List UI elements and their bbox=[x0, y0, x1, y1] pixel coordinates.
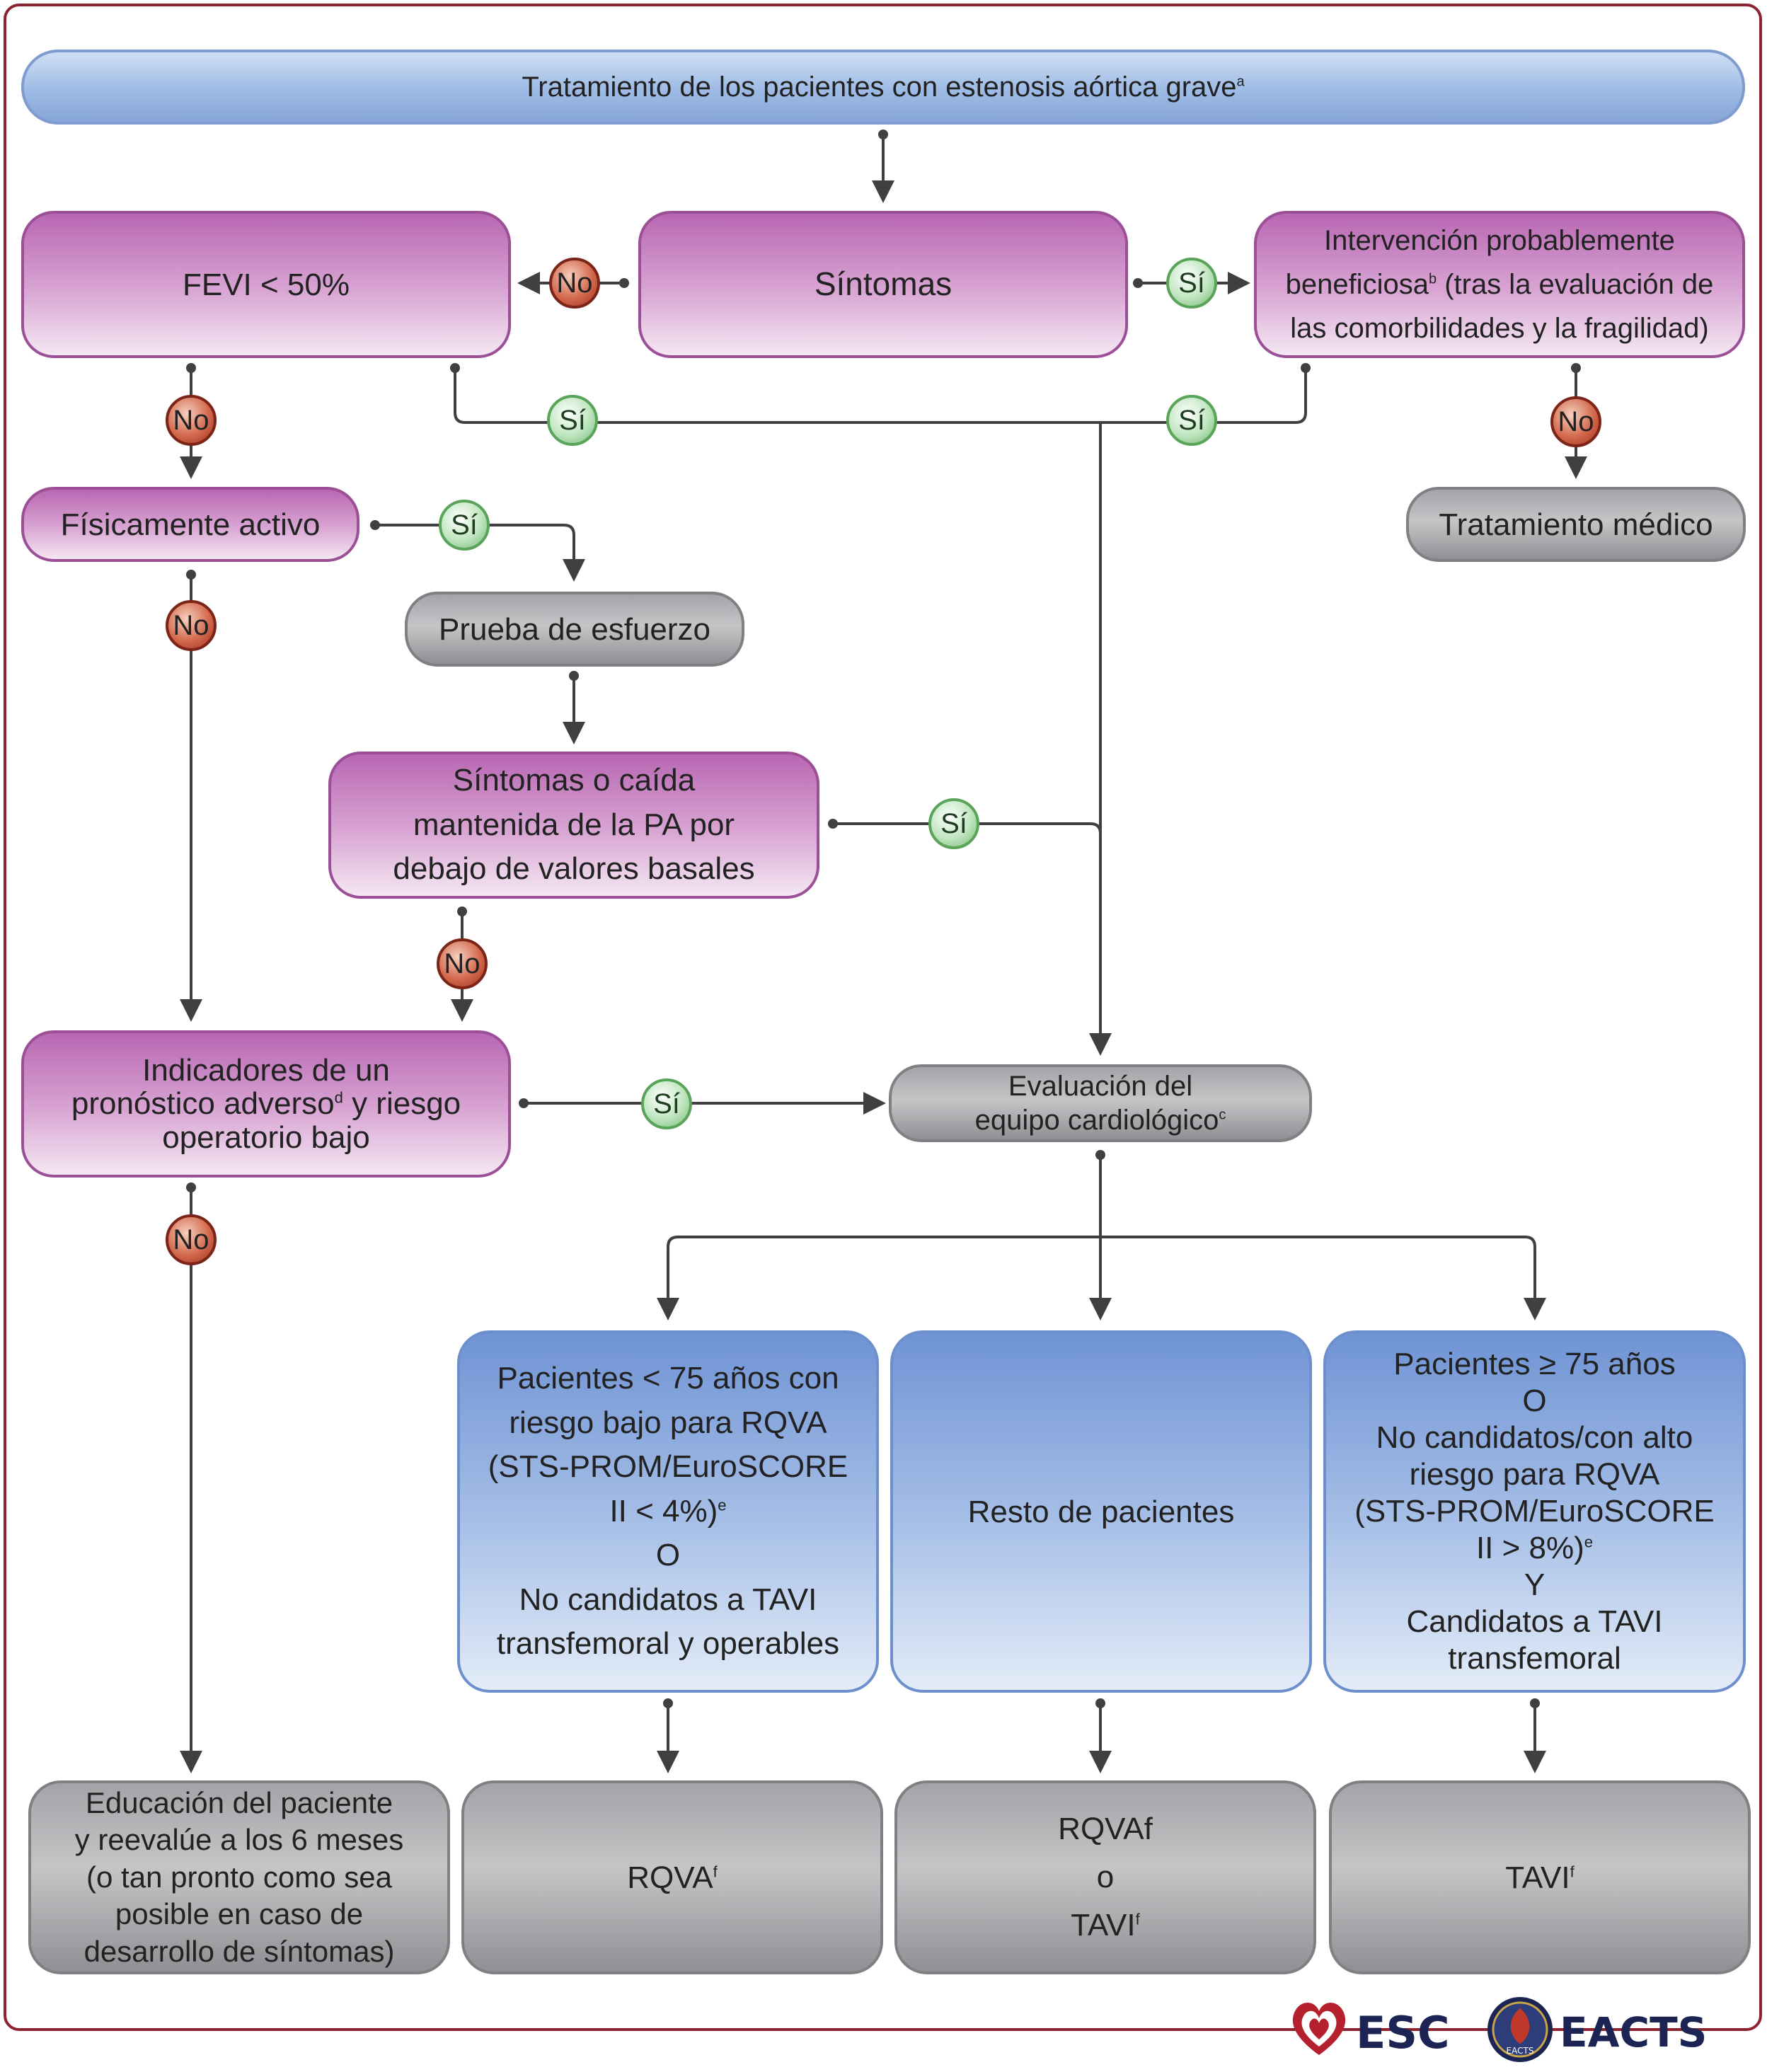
line-caida-si-trunk bbox=[833, 822, 1102, 834]
caida-pa-line2: mantenida de la PA por bbox=[413, 807, 735, 842]
caida-pa-line3: debajo de valores basales bbox=[393, 851, 755, 887]
caida-pa-line1: Síntomas o caída bbox=[452, 763, 696, 798]
badge-no-fevi-activo: No bbox=[166, 395, 217, 446]
tratamiento-medico-label: Tratamiento médico bbox=[1439, 507, 1713, 542]
badge-si-intervencion-trunk: Sí bbox=[1166, 395, 1217, 446]
rqva-o-tavi-line2: o bbox=[1096, 1859, 1115, 1894]
menor75-line1: Pacientes < 75 años con bbox=[497, 1361, 839, 1396]
mayor75-line8: Candidatos a TAVI bbox=[1406, 1604, 1663, 1639]
svg-text:EACTS: EACTS bbox=[1560, 2008, 1707, 2056]
eacts-seal-icon: EACTS EACTS bbox=[1487, 1997, 1707, 2062]
mayor75-line2: O bbox=[1522, 1383, 1547, 1419]
line-fevi-si-trunk bbox=[454, 368, 1100, 424]
badge-no-indicadores-educacion: No bbox=[166, 1214, 217, 1265]
intervencion-box: Intervención probablemente beneficiosab … bbox=[1254, 211, 1745, 358]
intervencion-line1: Intervención probablemente bbox=[1324, 225, 1675, 256]
pacientes-mayor75-box: Pacientes ≥ 75 años O No candidatos/con … bbox=[1323, 1330, 1746, 1693]
tavi-label: TAVIf bbox=[1505, 1860, 1575, 1895]
sintomas-label: Síntomas bbox=[814, 265, 952, 303]
page-frame bbox=[4, 4, 1762, 2031]
fevi-box: FEVI < 50% bbox=[21, 211, 511, 358]
prueba-esfuerzo-label: Prueba de esfuerzo bbox=[438, 611, 711, 647]
fisicamente-activo-label: Físicamente activo bbox=[60, 507, 321, 542]
line-intervencion-si-trunk bbox=[1100, 368, 1307, 424]
intervencion-line2: beneficiosab (tras la evaluación de bbox=[1285, 269, 1714, 300]
tratamiento-medico-box: Tratamiento médico bbox=[1406, 487, 1746, 562]
educacion-line2: y reevalúe a los 6 meses bbox=[74, 1823, 404, 1857]
rqva-box: RQVAf bbox=[461, 1780, 883, 1974]
rqva-label: RQVAf bbox=[627, 1860, 718, 1895]
title-text: Tratamiento de los pacientes con estenos… bbox=[522, 71, 1245, 103]
menor75-line7: transfemoral y operables bbox=[496, 1626, 840, 1662]
mayor75-line3: No candidatos/con alto bbox=[1376, 1420, 1693, 1456]
evaluacion-line2: equipo cardiológicoc bbox=[974, 1105, 1226, 1136]
badge-no-caida-indicadores: No bbox=[437, 938, 488, 989]
mayor75-line7: Y bbox=[1524, 1567, 1546, 1602]
fevi-label: FEVI < 50% bbox=[182, 267, 350, 302]
resto-pacientes-label: Resto de pacientes bbox=[967, 1494, 1235, 1529]
indicadores-line2: pronóstico adversod y riesgo bbox=[71, 1086, 461, 1122]
mayor75-line5: (STS-PROM/EuroSCORE bbox=[1354, 1494, 1715, 1529]
badge-no-intervencion-medico: No bbox=[1550, 396, 1601, 447]
eacts-logo: EACTS EACTS bbox=[1485, 1994, 1718, 2065]
menor75-line3: (STS-PROM/EuroSCORE bbox=[488, 1449, 848, 1485]
rqva-o-tavi-box: RQVAf o TAVIf bbox=[894, 1780, 1316, 1974]
mayor75-line9: transfemoral bbox=[1448, 1640, 1621, 1676]
indicadores-line1: Indicadores de un bbox=[142, 1052, 390, 1088]
esc-heart-icon: ESC bbox=[1292, 2003, 1450, 2059]
svg-text:ESC: ESC bbox=[1356, 2007, 1450, 2059]
title-bar: Tratamiento de los pacientes con estenos… bbox=[21, 50, 1745, 125]
educacion-line3: (o tan pronto como sea bbox=[86, 1860, 392, 1894]
menor75-line2: riesgo bajo para RQVA bbox=[509, 1405, 827, 1440]
badge-si-caida-trunk: Sí bbox=[928, 798, 979, 849]
menor75-line5: O bbox=[655, 1538, 681, 1573]
indicadores-box: Indicadores de un pronóstico adversod y … bbox=[21, 1030, 511, 1178]
indicadores-line3: operatorio bajo bbox=[162, 1120, 370, 1155]
educacion-line4: posible en caso de bbox=[115, 1897, 364, 1931]
badge-no-sintomas-fevi: No bbox=[549, 258, 600, 309]
mayor75-line4: riesgo para RQVA bbox=[1409, 1457, 1660, 1492]
arrow-split-right bbox=[1100, 1236, 1546, 1320]
badge-no-activo-indicadores: No bbox=[166, 600, 217, 651]
educacion-box: Educación del paciente y reevalúe a los … bbox=[28, 1780, 450, 1974]
badge-si-sintomas-intervencion: Sí bbox=[1166, 258, 1217, 309]
educacion-line5: desarrollo de síntomas) bbox=[84, 1934, 395, 1968]
mayor75-line1: Pacientes ≥ 75 años bbox=[1393, 1347, 1676, 1382]
rqva-o-tavi-line3: TAVIf bbox=[1071, 1908, 1140, 1943]
sintomas-box: Síntomas bbox=[638, 211, 1128, 358]
fisicamente-activo-box: Físicamente activo bbox=[21, 487, 359, 562]
prueba-esfuerzo-box: Prueba de esfuerzo bbox=[405, 592, 744, 667]
tavi-box: TAVIf bbox=[1329, 1780, 1751, 1974]
arrow-activo-si-prueba bbox=[375, 524, 585, 582]
menor75-line6: No candidatos a TAVI bbox=[519, 1582, 817, 1617]
pacientes-menor75-box: Pacientes < 75 años con riesgo bajo para… bbox=[457, 1330, 879, 1693]
esc-logo: ESC bbox=[1287, 1994, 1463, 2062]
badge-si-fevi-trunk: Sí bbox=[547, 395, 598, 446]
menor75-line4: II < 4%)e bbox=[609, 1493, 727, 1529]
badge-si-indicadores-evaluacion: Sí bbox=[641, 1078, 692, 1129]
arrow-split-left bbox=[657, 1236, 1100, 1320]
educacion-line1: Educación del paciente bbox=[85, 1785, 393, 1819]
resto-pacientes-box: Resto de pacientes bbox=[890, 1330, 1312, 1693]
rqva-o-tavi-line1: RQVAf bbox=[1058, 1811, 1153, 1846]
evaluacion-box: Evaluación del equipo cardiológicoc bbox=[889, 1064, 1312, 1142]
caida-pa-box: Síntomas o caída mantenida de la PA por … bbox=[328, 752, 819, 899]
svg-text:EACTS: EACTS bbox=[1507, 2046, 1534, 2056]
badge-si-activo-prueba: Sí bbox=[439, 500, 490, 551]
mayor75-line6: II > 8%)e bbox=[1475, 1530, 1594, 1565]
intervencion-line3: las comorbilidades y la fragilidad) bbox=[1290, 313, 1709, 344]
evaluacion-line1: Evaluación del bbox=[1008, 1071, 1193, 1102]
